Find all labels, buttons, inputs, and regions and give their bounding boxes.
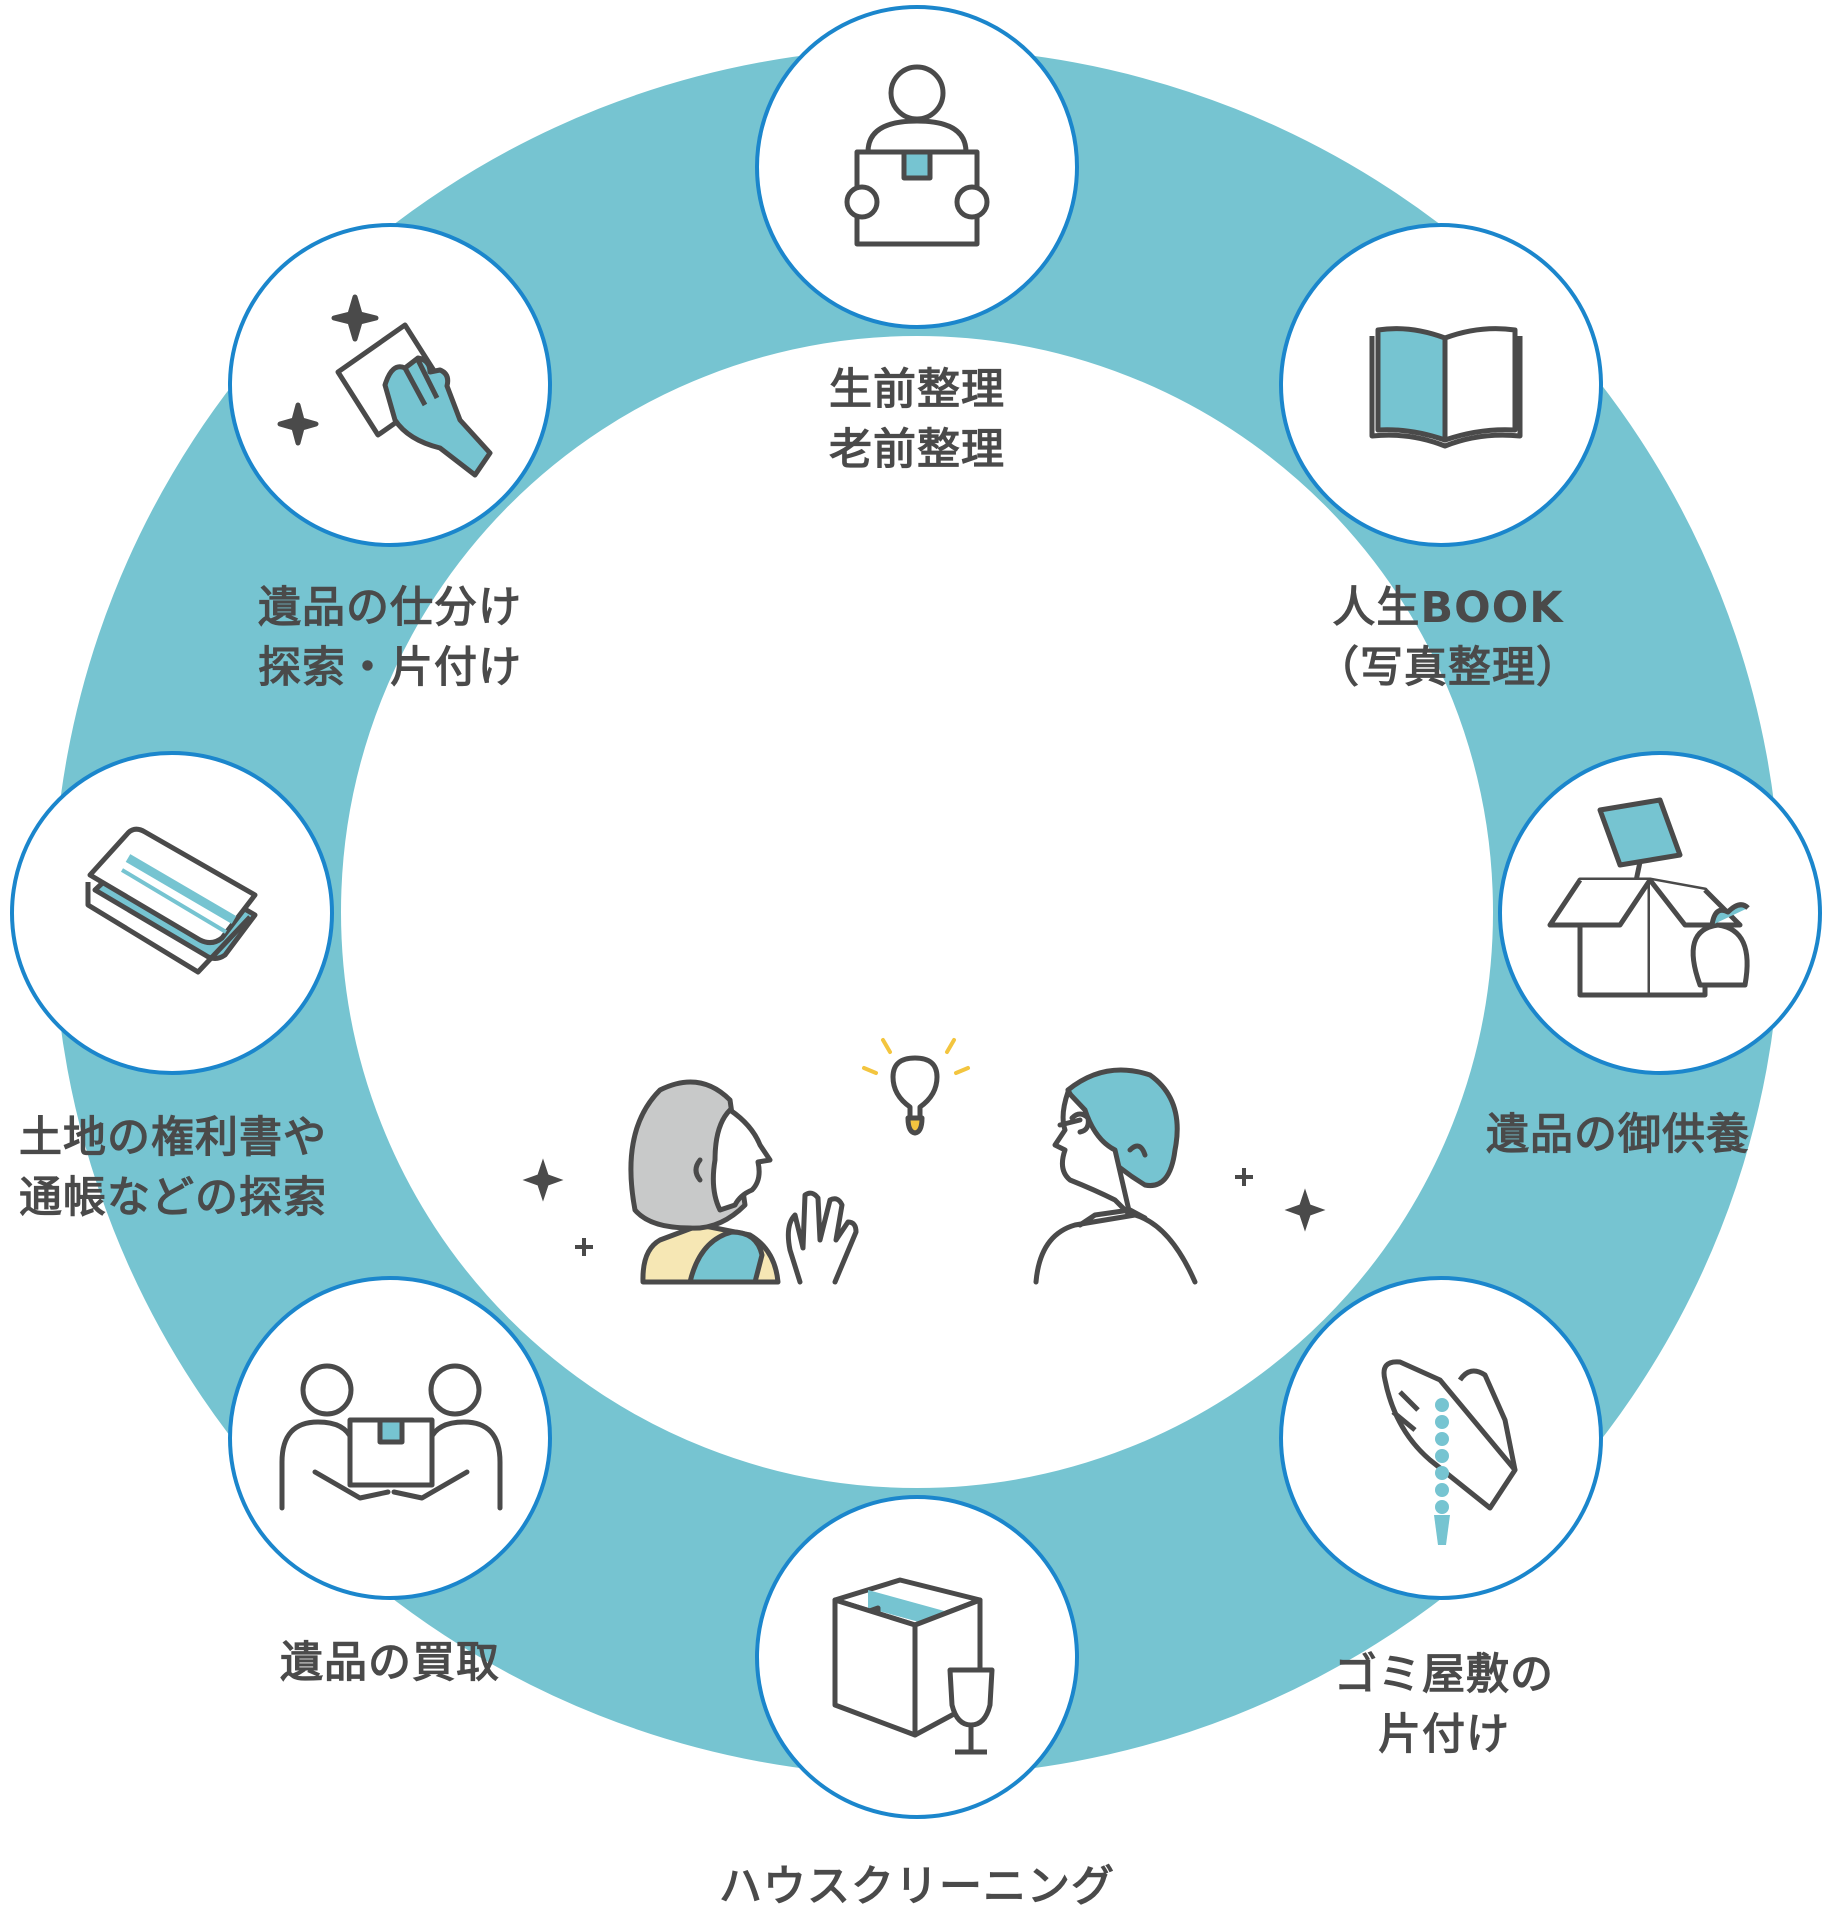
- praying-hands-icon: [1381, 1359, 1518, 1545]
- couple-idea-icon: [522, 1038, 1326, 1285]
- node-seizen[interactable]: [755, 5, 1079, 329]
- label-line: 通帳などの探索: [19, 1173, 327, 1223]
- package-glass-icon: [832, 1577, 995, 1755]
- handover-icon: [279, 1363, 503, 1511]
- woman-figure: [628, 1079, 859, 1285]
- cleaning-cloth-icon: [277, 294, 493, 478]
- open-book-icon: [1369, 326, 1523, 449]
- label-line: 生前整理: [829, 365, 1005, 415]
- box-lamp-bag-icon: [1547, 797, 1750, 998]
- label-line: 土地の権利書や: [19, 1113, 327, 1163]
- label-line: 遺品の仕分け: [258, 583, 522, 633]
- node-kuyou[interactable]: [1498, 751, 1822, 1075]
- label-seizen: 生前整理老前整理: [829, 360, 1005, 480]
- label-jinsei: 人生BOOK （写真整理）: [1316, 578, 1580, 698]
- light-bulb-icon: [862, 1038, 970, 1136]
- node-jinsei[interactable]: [1279, 223, 1603, 547]
- label-line: （写真整理）: [1316, 643, 1580, 693]
- label-kaitori: 遺品の買取: [280, 1633, 500, 1693]
- node-house[interactable]: [755, 1495, 1079, 1819]
- label-line: ハウスクリーニング: [719, 1862, 1115, 1912]
- node-shiwake[interactable]: [228, 223, 552, 547]
- sparkle-icon: [522, 1158, 1326, 1256]
- label-shiwake: 遺品の仕分け探索・片付け: [258, 578, 522, 698]
- node-tochi[interactable]: [10, 751, 334, 1075]
- label-line: 人生BOOK: [1332, 583, 1564, 633]
- label-gomi: ゴミ屋敷の片付け: [1334, 1645, 1554, 1765]
- man-figure: [1033, 1067, 1198, 1285]
- label-kuyou: 遺品の御供養: [1486, 1105, 1750, 1165]
- label-house: ハウスクリーニング: [719, 1857, 1115, 1917]
- label-line: ゴミ屋敷の: [1334, 1650, 1554, 1700]
- label-line: 探索・片付け: [258, 643, 522, 693]
- label-line: 老前整理: [829, 425, 1005, 475]
- person-box-icon: [844, 64, 990, 247]
- label-line: 遺品の買取: [280, 1638, 500, 1688]
- label-tochi: 土地の権利書や通帳などの探索: [19, 1108, 327, 1228]
- passbook-icon: [85, 826, 258, 975]
- node-kaitori[interactable]: [228, 1276, 552, 1600]
- node-gomi[interactable]: [1279, 1276, 1603, 1600]
- label-line: 遺品の御供養: [1486, 1110, 1750, 1160]
- label-line: 片付け: [1378, 1710, 1510, 1760]
